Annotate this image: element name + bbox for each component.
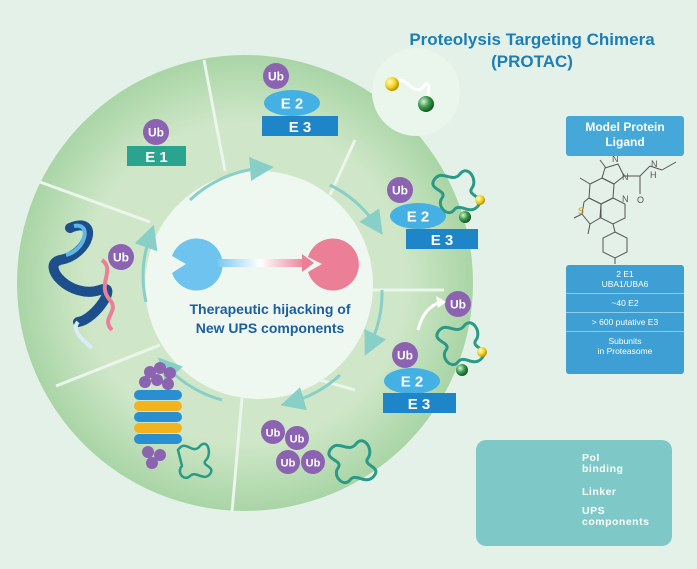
proteasome [134,362,213,480]
e3-label: E 3 [431,232,454,249]
ub-label: Ub [397,349,413,363]
e2-ellipse [264,90,320,116]
legend-poi-line1: PoI [582,452,600,464]
stat-e3: > 600 putative E3 [566,313,684,332]
e1-group: Ub E 1 [127,119,186,166]
svg-text:H: H [650,170,657,180]
title-line1: Proteolysis Targeting Chimera [409,30,655,49]
ub-badge [143,119,169,145]
double-arrow-left-head [206,254,218,272]
ub-label: Ub [268,70,284,84]
e2-e3-ubiquitination: Ub Ub E 2 E 3 [383,291,487,413]
ub-badge [263,63,289,89]
center-line1: Therapeutic hijacking of [189,301,351,317]
ub-label: Ub [281,458,296,470]
stat-line: > 600 putative E3 [591,317,659,327]
stat-line: in Proteasome [597,346,653,356]
e2-label: E 2 [281,96,304,113]
legend-ups-line2: components [582,516,650,528]
svg-text:N: N [651,159,658,169]
ub-label: Ub [450,298,466,312]
double-arrow-right-head [302,254,314,272]
e3-box [262,116,338,136]
stat-line: Subunits [608,336,642,346]
ub-label: Ub [392,184,408,198]
stat-line: 2 E1 [616,269,634,279]
polyubiquitin-chain: Ub Ub Ub Ub [261,420,378,485]
legend-poi: PoI binding [582,453,623,475]
center-line2: New UPS components [195,320,345,336]
ligand-structure [573,159,677,264]
protein-blue-shape [172,238,223,291]
ups-stats-panel: 2 E1 UBA1/UBA6 ~40 E2 > 600 putative E3 … [566,265,684,374]
svg-text:S: S [578,206,584,216]
protein-pink-shape [308,238,359,291]
stat-e1: 2 E1 UBA1/UBA6 [566,265,684,294]
legend-ups: UPS components [582,506,649,528]
target-protein [435,321,486,367]
sector-dividers [39,59,444,513]
double-arrow-shaft [214,259,306,267]
ub-badge [387,177,413,203]
inner-circle [145,171,373,399]
protac-molecule [385,77,434,112]
e2-label: E 2 [401,374,424,391]
ring-notch [372,48,460,136]
svg-text:N: N [622,194,629,204]
e2-label: E 2 [407,209,430,226]
legend-poi-line2: binding [582,463,624,475]
target-protein [431,169,482,215]
e2-ellipse [384,368,440,394]
ub-badge [445,291,471,317]
svg-text:N: N [622,172,629,182]
legend-ups-line1: UPS [582,505,606,517]
stat-line: ~40 E2 [611,298,639,308]
legend-box [476,440,672,546]
ligand-atoms: N N N N H O S Cl [578,154,658,274]
e2-e3-ternary: Ub E 2 E 3 [387,169,485,249]
cycle-arrows [134,157,387,411]
ligand-heading-line2: Ligand [605,135,645,149]
title-line2: (PROTAC) [491,52,573,71]
ub-label: Ub [306,458,321,470]
e1-label: E 1 [145,149,168,166]
ub-label: Ub [290,434,305,446]
ligand-heading-line1: Model Protein [585,120,665,134]
stat-proteasome: Subunits in Proteasome [566,332,684,360]
svg-text:O: O [637,195,644,205]
e2-e3-top: Ub E 2 E 3 [262,63,338,136]
e1-box [127,146,186,166]
ub-label: Ub [266,428,281,440]
stat-e2: ~40 E2 [566,294,684,313]
e2-ellipse [390,203,446,229]
protein-helix: Ub [48,220,134,350]
e3-box [383,393,456,413]
e3-label: E 3 [289,119,312,136]
ligand-panel-heading: Model Protein Ligand [566,116,684,156]
ub-badge [392,342,418,368]
ub-label: Ub [113,251,129,265]
svg-text:N: N [612,154,619,164]
e3-box [406,229,478,249]
stat-line: UBA1/UBA6 [601,279,649,289]
center-caption: Therapeutic hijacking of New UPS compone… [160,300,380,338]
ub-label: Ub [148,126,164,140]
legend-linker: Linker [582,486,617,498]
e3-label: E 3 [408,396,431,413]
